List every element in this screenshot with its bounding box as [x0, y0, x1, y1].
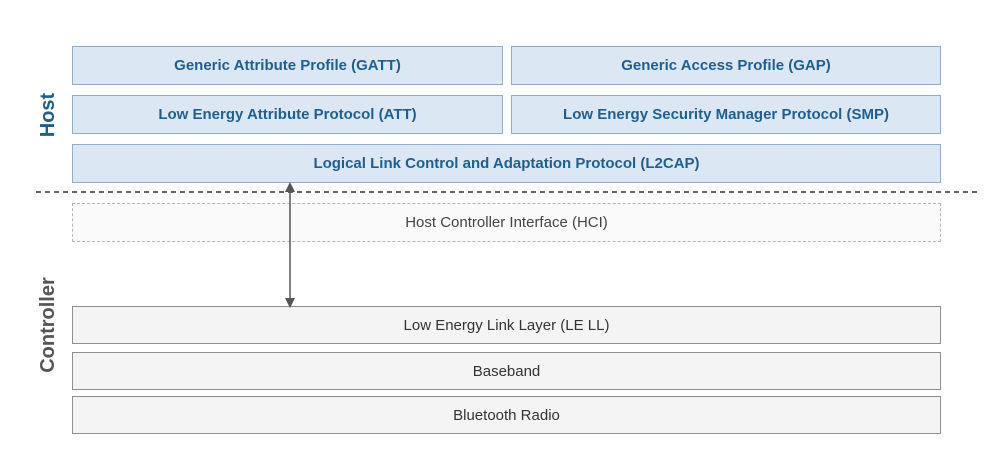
gap-layer: Generic Access Profile (GAP) — [511, 46, 941, 85]
gatt-layer: Generic Attribute Profile (GATT) — [72, 46, 503, 85]
smp-layer: Low Energy Security Manager Protocol (SM… — [511, 95, 941, 134]
link-layer: Low Energy Link Layer (LE LL) — [72, 306, 941, 344]
baseband-layer: Baseband — [72, 352, 941, 390]
l2cap-layer: Logical Link Control and Adaptation Prot… — [72, 144, 941, 183]
hci-layer: Host Controller Interface (HCI) — [72, 203, 941, 242]
bluetooth-radio-layer: Bluetooth Radio — [72, 396, 941, 434]
att-layer: Low Energy Attribute Protocol (ATT) — [72, 95, 503, 134]
